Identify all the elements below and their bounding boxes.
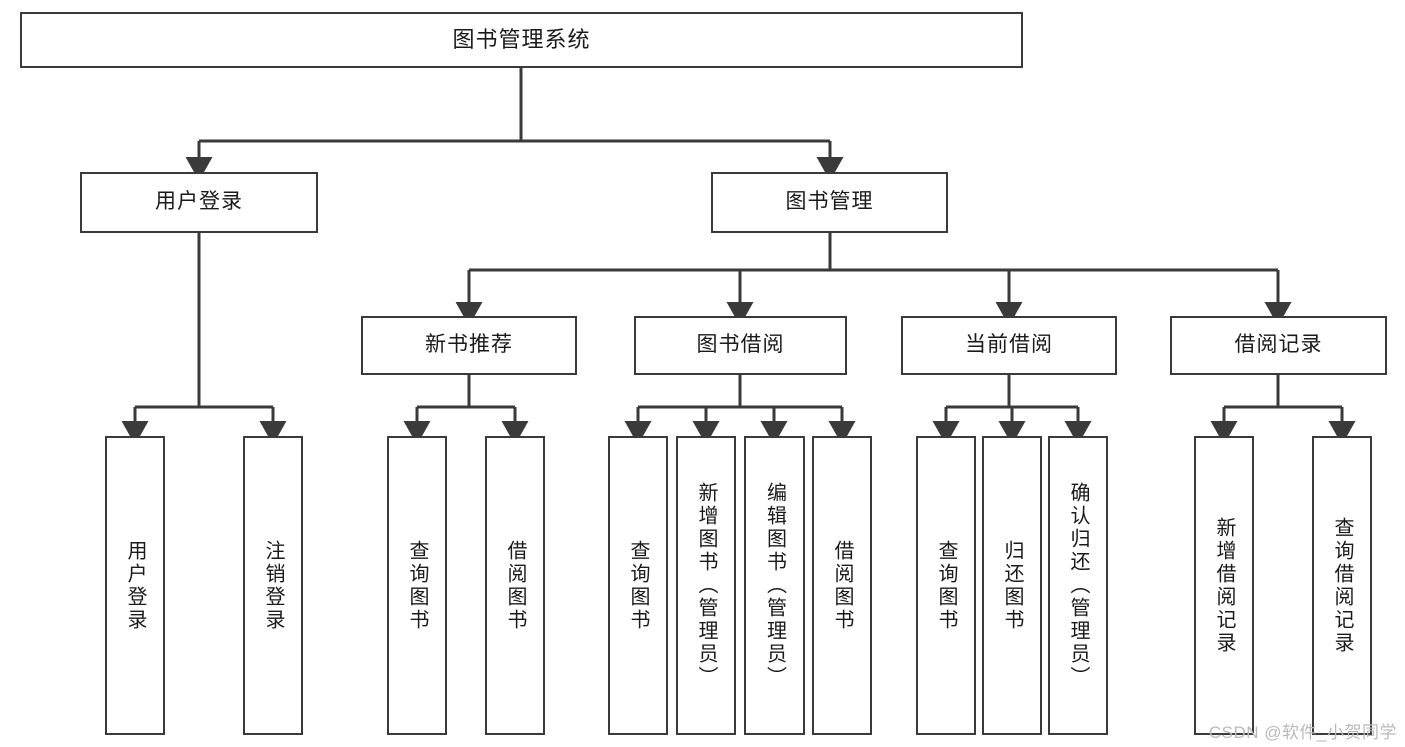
node-leaf-label: 查询图书 (935, 539, 957, 632)
node-leaf-label: 用户登录 (124, 539, 146, 632)
node-leaf-label: 新增借阅记录 (1213, 516, 1235, 655)
node-leaf-label: 借阅图书 (831, 539, 853, 632)
node-leaf-label: 确认归还（管理员） (1067, 482, 1089, 689)
node-new-book-recommendation[interactable]: 新书推荐 (361, 316, 577, 375)
node-leaf[interactable]: 借阅图书 (485, 436, 545, 735)
node-leaf[interactable]: 新增图书（管理员） (676, 436, 736, 735)
node-current-borrow-label: 当前借阅 (965, 333, 1053, 357)
watermark: CSDN @软件_小贺同学 (1208, 723, 1397, 742)
node-leaf[interactable]: 注销登录 (243, 436, 303, 735)
node-leaf[interactable]: 用户登录 (105, 436, 165, 735)
node-leaf[interactable]: 确认归还（管理员） (1048, 436, 1108, 735)
node-book-management-label: 图书管理 (785, 190, 874, 214)
node-book-borrow-label: 图书借阅 (696, 333, 785, 357)
node-leaf-label: 归还图书 (1001, 539, 1023, 632)
node-leaf-label: 借阅图书 (504, 539, 526, 632)
node-leaf-label: 查询图书 (406, 539, 428, 632)
node-root[interactable]: 图书管理系统 (20, 12, 1023, 68)
node-leaf-label: 新增图书（管理员） (695, 482, 717, 689)
node-leaf[interactable]: 借阅图书 (812, 436, 872, 735)
node-leaf-label: 查询图书 (627, 539, 649, 632)
node-current-borrow[interactable]: 当前借阅 (901, 316, 1117, 375)
node-borrow-record-label: 借阅记录 (1234, 333, 1323, 357)
node-user-login-label: 用户登录 (155, 190, 243, 214)
node-root-label: 图书管理系统 (452, 27, 591, 53)
node-leaf[interactable]: 查询图书 (387, 436, 447, 735)
node-leaf-label: 编辑图书（管理员） (763, 482, 786, 689)
node-leaf[interactable]: 查询图书 (608, 436, 668, 735)
node-user-login[interactable]: 用户登录 (80, 172, 318, 233)
node-book-management[interactable]: 图书管理 (711, 172, 948, 233)
node-leaf[interactable]: 归还图书 (982, 436, 1042, 735)
node-new-book-recommendation-label: 新书推荐 (425, 333, 513, 357)
node-borrow-record[interactable]: 借阅记录 (1170, 316, 1387, 375)
node-leaf[interactable]: 编辑图书（管理员） (744, 436, 805, 735)
node-leaf[interactable]: 新增借阅记录 (1194, 436, 1254, 735)
node-leaf-label: 查询借阅记录 (1331, 516, 1353, 655)
node-leaf[interactable]: 查询借阅记录 (1312, 436, 1372, 735)
node-book-borrow[interactable]: 图书借阅 (634, 316, 847, 375)
node-leaf[interactable]: 查询图书 (916, 436, 976, 735)
node-leaf-label: 注销登录 (262, 539, 284, 632)
